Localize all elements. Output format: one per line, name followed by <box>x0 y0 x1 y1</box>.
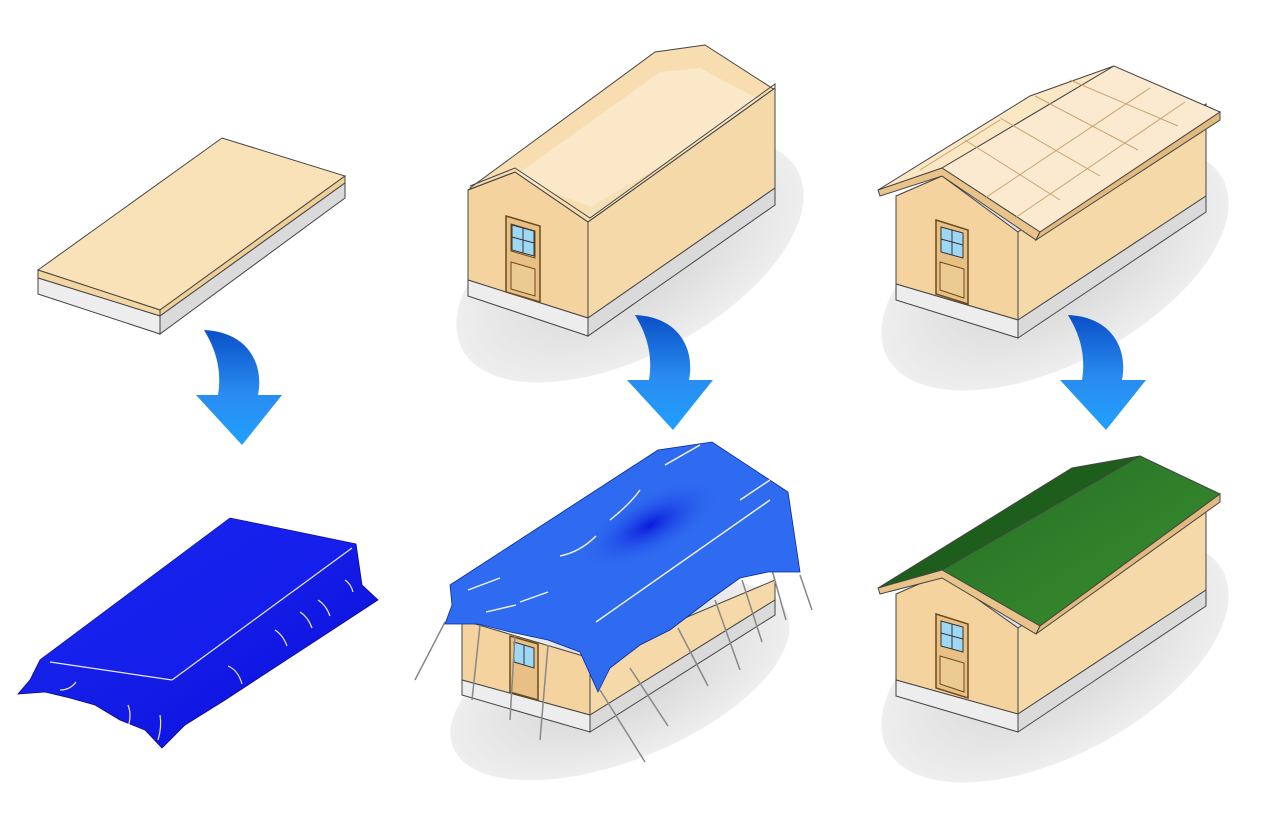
down-arrow-icon <box>196 330 282 445</box>
shelter-with-roof-panels <box>877 65 1229 391</box>
tarp-covered-platform <box>17 517 379 749</box>
window-icon <box>511 224 535 257</box>
guy-rope-icon <box>414 569 813 763</box>
shelter-with-green-roof <box>877 455 1229 783</box>
window-icon <box>940 226 964 259</box>
window-icon <box>940 620 964 653</box>
tarp-tent-over-walls <box>414 441 813 781</box>
walled-shelter-no-roof <box>456 44 804 383</box>
foundation-platform <box>36 137 347 335</box>
